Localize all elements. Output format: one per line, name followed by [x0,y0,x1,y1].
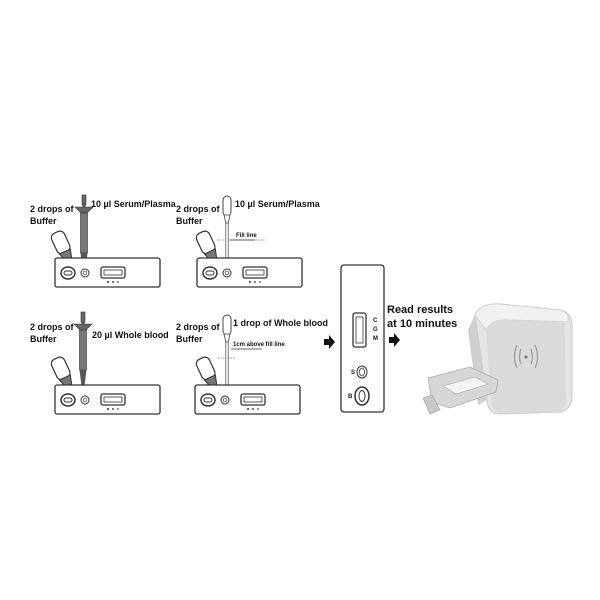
arrow-right-icon [324,335,335,349]
micropipette-icon [73,311,93,395]
test-cassette [194,384,301,415]
sample-label: 10 µl Serum/Plasma [91,199,177,209]
control-line-label: C [373,318,378,324]
sample-label: 10 µl Serum/Plasma [235,199,321,209]
buffer-label-line2: Buffer [176,334,203,344]
buffer-label-line1: 2 drops of [30,204,75,214]
buffer-label-line1: 2 drops of [176,204,221,214]
read-results-line1: Read results [387,304,453,316]
igm-line-label: M [373,336,378,342]
read-results-line2: at 10 minutes [387,318,457,330]
test-cassette [54,384,161,415]
sample-label: 20 µl Whole blood [92,330,169,340]
buffer-label-line1: 2 drops of [176,322,221,332]
buffer-well-label: B [348,394,353,400]
arrow-right-icon [389,333,400,347]
igg-line-label: G [373,327,378,333]
cassette-vertical: C G M S B [340,264,385,413]
buffer-label-line1: 2 drops of [30,322,75,332]
buffer-label-line2: Buffer [176,216,203,226]
fill-line-label: Fill line [236,233,257,239]
test-cassette [54,257,161,288]
buffer-label-line2: Buffer [30,334,57,344]
panel-whole-blood-dropper: 2 drops of Buffer 1 drop of Whole blood … [176,314,328,415]
fill-line-note: 1cm above fill line [233,342,285,348]
panel-whole-blood-pipette: 2 drops of Buffer 20 µl Whole blood [30,311,169,415]
buffer-label-line2: Buffer [30,216,57,226]
panel-serum-pipette: 2 drops of Buffer 10 µl Serum/Plasma [30,194,177,288]
panel-serum-dropper: 2 drops of Buffer 10 µl Serum/Plasma Fil… [176,195,321,288]
transfer-dropper-icon [222,314,232,393]
sample-label: 1 drop of Whole blood [233,318,328,328]
test-cassette [196,257,303,288]
reader-device-image [422,303,573,415]
sample-well-label: S [351,370,355,376]
